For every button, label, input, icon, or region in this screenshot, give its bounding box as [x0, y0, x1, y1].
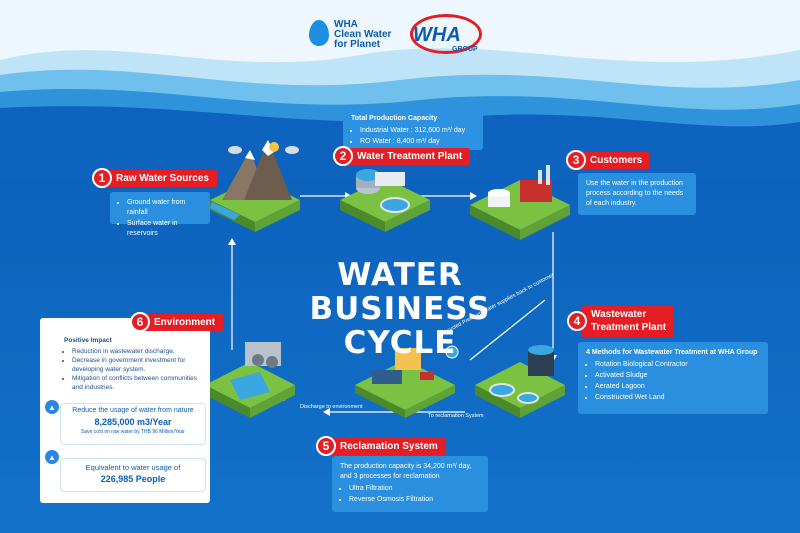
wha-group-sub: GROUP	[452, 46, 478, 53]
equivalent-usage-card: Equivalent to water usage of 226,985 Peo…	[60, 458, 206, 492]
thumbs-up-icon: ▲	[45, 400, 59, 414]
step-5-header: 5 Reclamation System	[316, 436, 446, 456]
raw-water-tile	[210, 140, 300, 232]
capacity-box: Total Production Capacity Industrial Wat…	[343, 108, 483, 150]
step-3-info: Use the water in the production process …	[578, 173, 696, 215]
wastewater-tile	[475, 345, 565, 418]
page-title: WATER BUSINESS CYCLE	[309, 257, 491, 361]
wha-group-logo	[410, 14, 482, 54]
reduce-usage-card: Reduce the usage of water from nature 8,…	[60, 403, 206, 445]
step-2-header: 2 Water Treatment Plant	[333, 146, 471, 166]
to-reclamation-label: To reclamation System	[428, 413, 484, 419]
customers-tile	[470, 165, 570, 240]
environment-tile	[205, 342, 295, 418]
step-4-info: 4 Methods for Wastewater Treatment at WH…	[578, 342, 768, 414]
wha-group-name: WHA	[413, 24, 461, 46]
step-3-header: 3 Customers	[566, 150, 651, 170]
step-1-info: Ground water from rainfall Surface water…	[110, 192, 210, 237]
thumbs-up-icon: ▲	[45, 450, 59, 464]
reclamation-tile	[355, 345, 459, 418]
step-1-header: 1 Raw Water Sources	[92, 168, 217, 188]
water-drop-icon	[309, 20, 329, 46]
discharge-label: Discharge to environment	[300, 404, 363, 410]
brand-name: WHA Clean Water for Planet	[334, 19, 392, 50]
step-6-header: 6 Environment	[130, 312, 224, 332]
step-5-info: The production capacity is 34,200 m³/ da…	[332, 456, 488, 512]
water-treatment-tile	[340, 169, 430, 232]
environment-impact: Positive Impact Reduction in wastewater …	[64, 336, 204, 392]
